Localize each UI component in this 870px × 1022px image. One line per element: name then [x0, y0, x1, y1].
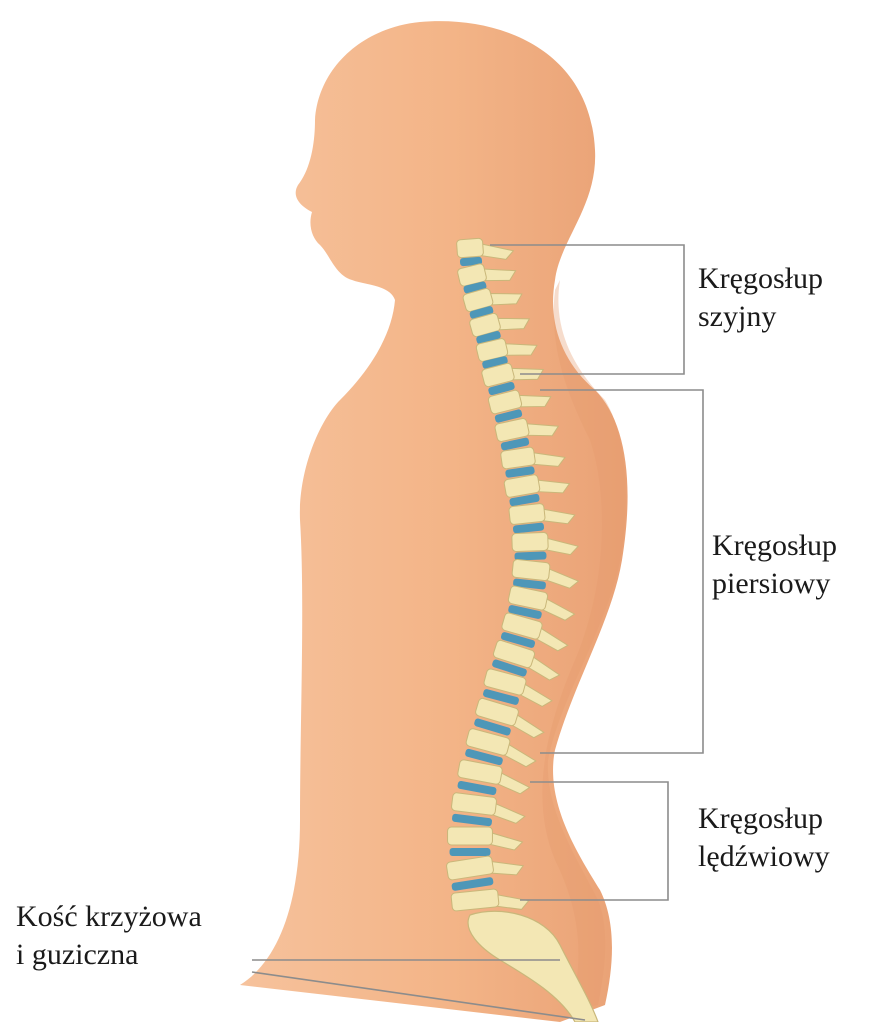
vertebra [456, 238, 483, 258]
label-sacral-line1: Kość krzyżowa [16, 898, 202, 936]
vertebra [512, 532, 549, 551]
label-sacral: Kość krzyżowa i guziczna [16, 898, 202, 974]
label-cervical: Kręgosłup szyjny [698, 260, 823, 336]
label-thoracic-line2: piersiowy [712, 565, 837, 603]
vertebra [512, 559, 551, 581]
vertebra [509, 503, 546, 525]
label-sacral-line2: i guziczna [16, 936, 202, 974]
label-cervical-line2: szyjny [698, 298, 823, 336]
label-thoracic-line1: Kręgosłup [712, 527, 837, 565]
label-thoracic: Kręgosłup piersiowy [712, 527, 837, 603]
label-lumbar: Kręgosłup lędźwiowy [698, 800, 830, 876]
label-lumbar-line1: Kręgosłup [698, 800, 830, 838]
vertebra [448, 827, 493, 845]
label-cervical-line1: Kręgosłup [698, 260, 823, 298]
label-lumbar-line2: lędźwiowy [698, 838, 830, 876]
intervertebral-disc [450, 848, 491, 856]
